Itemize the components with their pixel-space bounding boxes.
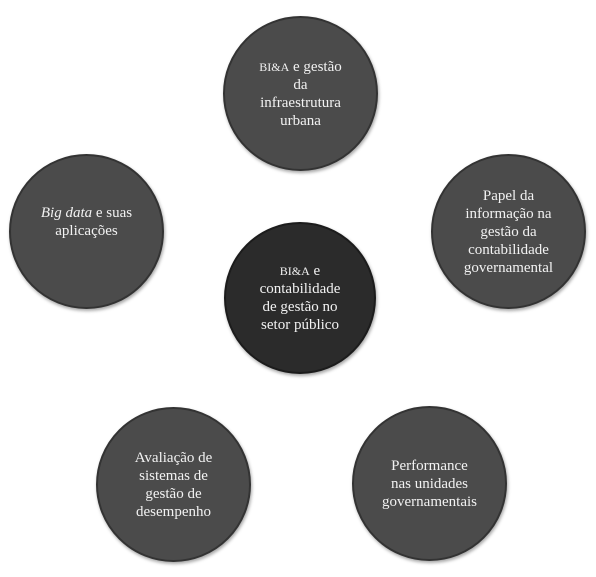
node-center-label: BI&A e contabilidade de gestão no setor … [259, 263, 341, 333]
node-bottom-right-label: Performance nas unidades governamentais [382, 457, 477, 510]
node-top-label: BI&A e gestão da infraestrutura urbana [259, 58, 342, 129]
node-bottom-left: Avaliação de sistemas de gestão de desem… [96, 407, 251, 562]
node-bottom-left-label: Avaliação de sistemas de gestão de desem… [134, 449, 213, 520]
node-bottom-right: Performance nas unidades governamentais [352, 406, 507, 561]
node-right: Papel da informação na gestão da contabi… [431, 154, 586, 309]
node-top: BI&A e gestão da infraestrutura urbana [223, 16, 378, 171]
node-left-label: Big data e suas aplicações [40, 204, 133, 239]
node-center: BI&A e contabilidade de gestão no setor … [224, 222, 376, 374]
node-right-label: Papel da informação na gestão da contabi… [463, 187, 554, 276]
node-left: Big data e suas aplicações [9, 154, 164, 309]
